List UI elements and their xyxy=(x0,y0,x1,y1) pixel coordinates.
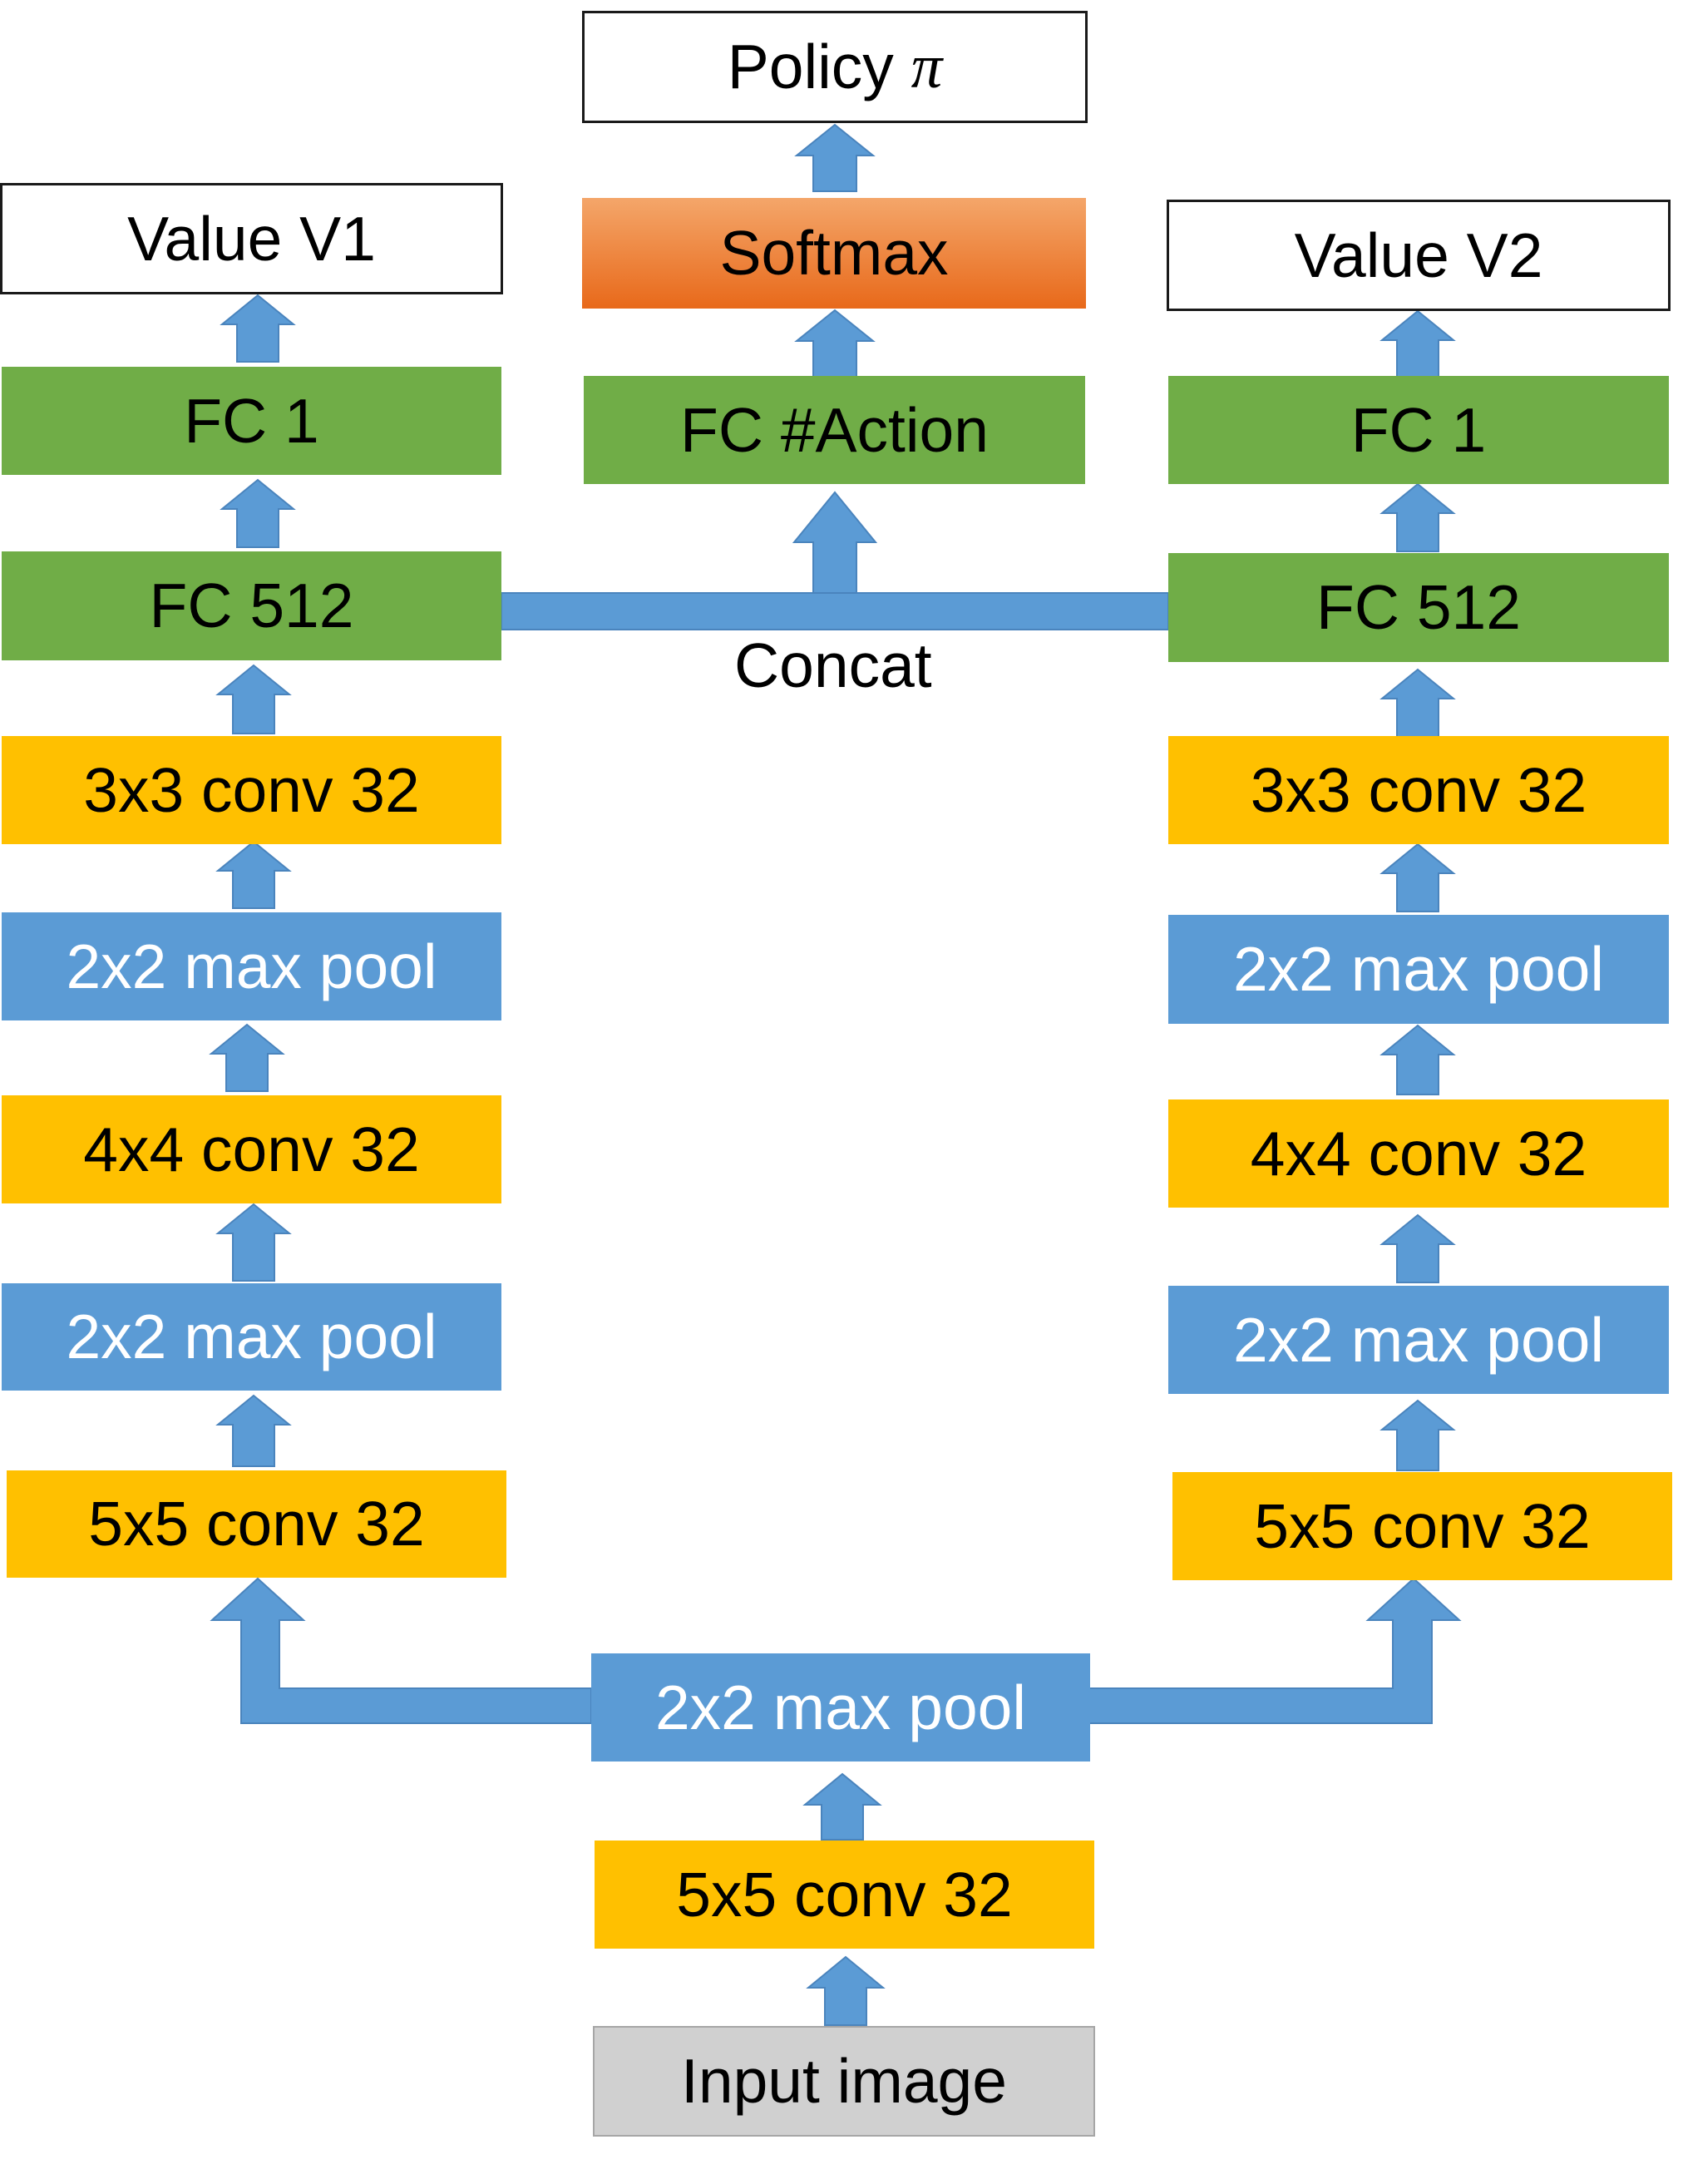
right-fc512-box: FC 512 xyxy=(1168,553,1669,662)
policy-label: Policy xyxy=(727,32,911,101)
arrow-right-value xyxy=(1379,309,1456,379)
arrow-left-value xyxy=(220,294,296,363)
input-image-box: Input image xyxy=(593,2026,1095,2137)
arrow-left-fc512 xyxy=(215,664,292,734)
concat-bar xyxy=(501,592,1169,630)
arrow-left-conv4 xyxy=(215,1203,292,1282)
concat-label: Concat xyxy=(734,630,932,700)
right-conv5x5-box: 5x5 conv 32 xyxy=(1172,1472,1672,1580)
left-conv3x3-box: 3x3 conv 32 xyxy=(2,736,501,844)
left-conv5x5-box: 5x5 conv 32 xyxy=(7,1470,506,1578)
arrow-left-pool1 xyxy=(215,1394,292,1467)
arrow-left-conv3 xyxy=(215,840,292,909)
left-fc512-box: FC 512 xyxy=(2,551,501,660)
split-connector-left xyxy=(210,1577,592,1724)
arrow-right-fc1 xyxy=(1379,482,1456,552)
arrow-right-conv4 xyxy=(1379,1213,1456,1283)
right-conv3x3-box: 3x3 conv 32 xyxy=(1168,736,1669,844)
left-fc1-box: FC 1 xyxy=(2,367,501,475)
shared-maxpool-box: 2x2 max pool xyxy=(591,1653,1090,1762)
arrow-policy xyxy=(794,123,876,192)
policy-output-box: Policy π xyxy=(582,11,1088,123)
arrow-right-fc512 xyxy=(1379,668,1456,738)
arrow-input-to-conv xyxy=(806,1955,886,2026)
arrow-softmax xyxy=(794,309,876,381)
arrow-concat-to-fc-action xyxy=(792,491,878,594)
split-connector-right xyxy=(1088,1577,1462,1724)
left-conv4x4-box: 4x4 conv 32 xyxy=(2,1095,501,1203)
right-fc1-box: FC 1 xyxy=(1168,376,1669,484)
right-conv4x4-box: 4x4 conv 32 xyxy=(1168,1099,1669,1208)
arrow-right-conv3 xyxy=(1379,842,1456,912)
arrow-conv-to-pool xyxy=(802,1772,882,1841)
softmax-box: Softmax xyxy=(582,198,1086,309)
arrow-right-pool2 xyxy=(1379,1024,1456,1095)
policy-pi-symbol: π xyxy=(911,32,943,101)
left-maxpool-1-box: 2x2 max pool xyxy=(2,1283,501,1391)
arrow-left-pool2 xyxy=(209,1023,285,1092)
value-v2-box: Value V2 xyxy=(1167,200,1671,311)
value-v1-box: Value V1 xyxy=(0,183,503,294)
right-maxpool-2-box: 2x2 max pool xyxy=(1168,915,1669,1024)
left-maxpool-2-box: 2x2 max pool xyxy=(2,912,501,1020)
right-maxpool-1-box: 2x2 max pool xyxy=(1168,1286,1669,1394)
arrow-right-pool1 xyxy=(1379,1399,1456,1471)
fc-action-box: FC #Action xyxy=(584,376,1085,484)
arrow-left-fc1 xyxy=(220,478,296,548)
shared-conv5x5-box: 5x5 conv 32 xyxy=(595,1841,1094,1949)
